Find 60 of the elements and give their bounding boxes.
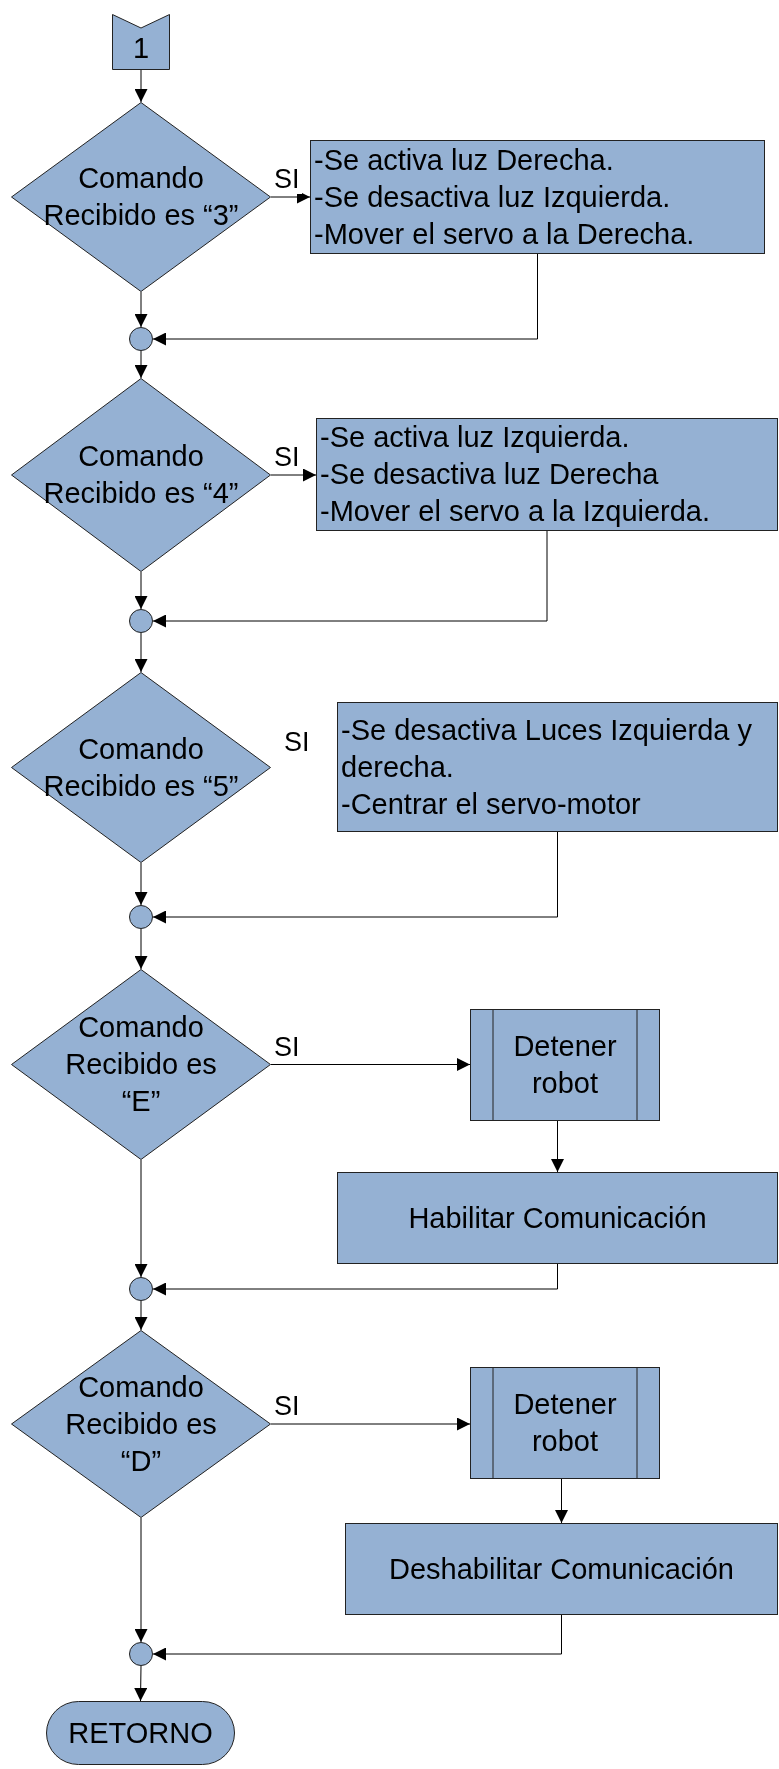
arrow: [134, 291, 148, 328]
arrow: [134, 1517, 148, 1643]
arrow: [134, 928, 148, 970]
node-text: -Se desactiva Luces Izquierda y derecha.: [341, 712, 754, 785]
node-text: Comando Recibido es “E”: [64, 1010, 218, 1119]
node-text: Comando Recibido es “D”: [64, 1369, 218, 1479]
branch-label: SI: [284, 727, 310, 757]
arrow: [270, 1417, 471, 1431]
arrow: [152, 253, 538, 346]
decision-diamond: [11, 1330, 271, 1518]
process-box: [310, 140, 765, 254]
arrow: [134, 350, 148, 379]
process-box: [316, 418, 778, 531]
junction-circle: [129, 327, 153, 351]
junction-circle: [129, 1277, 153, 1301]
subprocess-box: [470, 1367, 660, 1479]
arrow: [134, 69, 148, 103]
arrow: [134, 571, 148, 610]
node-text: -Se activa luz Derecha.: [314, 142, 614, 178]
node-text: Comando Recibido es “3”: [43, 161, 239, 233]
node-text: Detener robot: [512, 1029, 618, 1101]
decision-diamond: [11, 378, 271, 572]
subprocess-box: [470, 1009, 660, 1121]
node-text: Deshabilitar Comunicación: [389, 1551, 734, 1587]
arrow: [152, 1614, 562, 1661]
arrow: [134, 862, 148, 906]
junction-circle: [129, 1642, 153, 1666]
page-connector: [112, 14, 170, 70]
node-text: Comando Recibido es “5”: [43, 731, 239, 804]
node-text: -Se activa luz Izquierda.: [320, 420, 630, 455]
arrow: [134, 1300, 148, 1331]
arrow: [270, 190, 311, 204]
node-text: -Centrar el servo-motor: [341, 786, 641, 822]
arrow: [134, 632, 148, 673]
arrow: [152, 1263, 558, 1296]
decision-diamond: [11, 102, 271, 292]
arrow: [152, 530, 548, 628]
arrow: [152, 831, 558, 924]
node-text: Detener robot: [512, 1387, 618, 1459]
process-box: [337, 702, 778, 832]
arrow: [134, 1665, 148, 1702]
decision-diamond: [11, 672, 271, 863]
node-text: RETORNO: [68, 1715, 213, 1751]
node-text: -Mover el servo a la Derecha.: [314, 216, 695, 252]
node-text: -Se desactiva luz Derecha: [320, 457, 659, 492]
node-text: Comando Recibido es “4”: [43, 439, 239, 511]
node-text: -Mover el servo a la Izquierda.: [320, 494, 711, 529]
junction-circle: [129, 905, 153, 929]
arrow: [555, 1478, 568, 1524]
node-text: Habilitar Comunicación: [408, 1200, 707, 1236]
decision-diamond: [11, 969, 271, 1160]
process-box: [337, 1172, 778, 1264]
node-text: 1: [132, 30, 150, 66]
arrow: [134, 1159, 148, 1278]
junction-circle: [129, 609, 153, 633]
process-box: [345, 1523, 778, 1615]
node-text: -Se desactiva luz Izquierda.: [314, 179, 671, 215]
arrow: [270, 468, 317, 482]
arrow: [551, 1120, 564, 1173]
arrow: [270, 1058, 471, 1071]
